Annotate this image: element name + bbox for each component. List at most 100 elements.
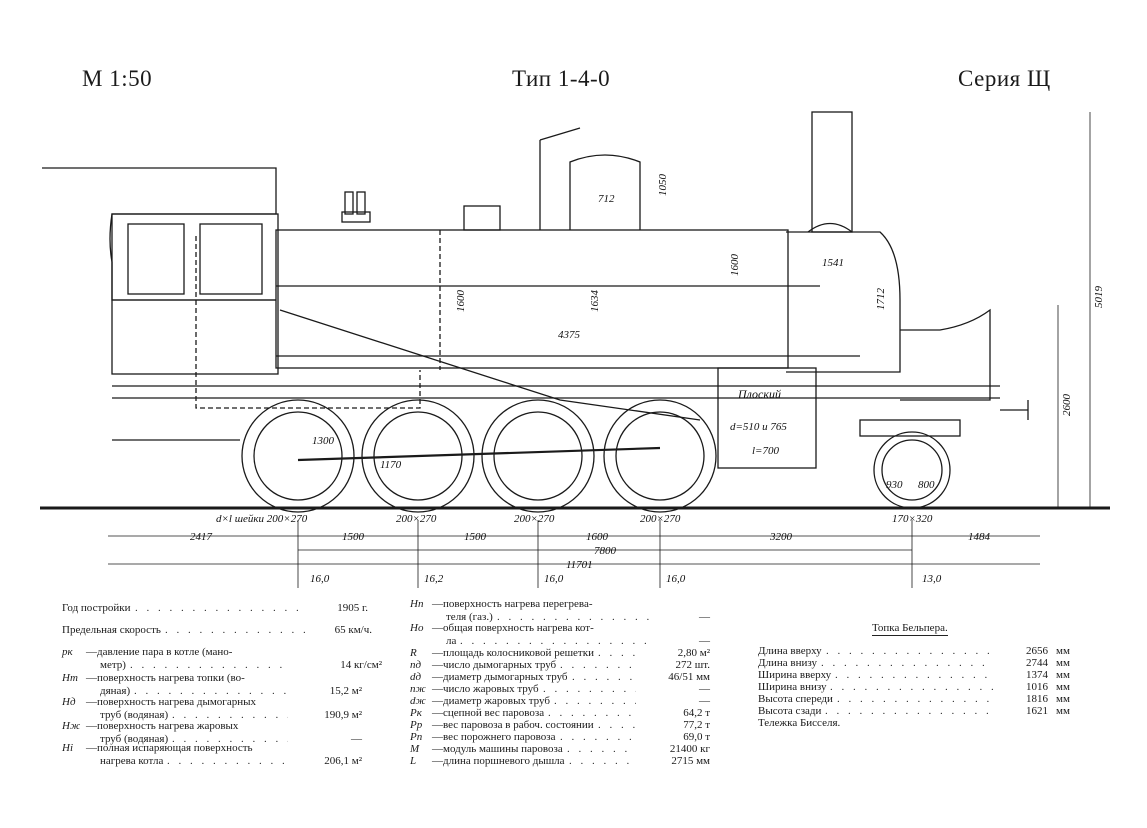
driving-wheel-1 — [241, 399, 355, 513]
dot-leader: . . . . . . . . . . . . . . . . . . . . … — [567, 743, 636, 755]
smokebox — [786, 231, 901, 373]
dot-leader: . . . . . . . . . . . . . . . . . . . . … — [572, 671, 636, 683]
dot-leader: . . . . . . . . . . . . . . . . . . . . … — [497, 611, 656, 623]
dot-leader: . . . . . . . . . . . . . . . . . . . . … — [460, 635, 656, 647]
dot-leader: . . . . . . . . . . . . . . . . . . . . … — [821, 657, 994, 669]
axle-load-2: 16,2 — [424, 573, 444, 585]
dim-712: 712 — [598, 193, 615, 205]
spec-row: R —площадь колосниковой решетки 2,80 м² … — [410, 647, 710, 659]
journal-5: 170×320 — [892, 513, 933, 525]
dot-leader: . . . . . . . . . . . . . . . . . . . . … — [135, 602, 308, 614]
dot-leader: . . . . . . . . . . . . . . . . . . . . … — [569, 755, 636, 767]
driving-wheel-3 — [481, 399, 595, 513]
spec-row: Hп —поверхность нагрева перегрева- теля … — [410, 598, 710, 623]
spec-row: Hт —поверхность нагрева топки (во- дяная… — [62, 672, 362, 697]
spec-row: Тележка Бисселя. — [758, 717, 841, 729]
sand-dome — [463, 205, 501, 231]
locomotive-drawing: Плоский d=510 и 765 l=700 d×l шейки 200×… — [40, 111, 1110, 588]
dim-1050: 1050 — [657, 174, 669, 197]
total-11701: 11701 — [566, 559, 593, 571]
wb-5: 3200 — [769, 531, 793, 543]
driving-wheel-2 — [361, 399, 475, 513]
dim-1300: 1300 — [312, 435, 335, 447]
spec-row: nд —число дымогарных труб 272 шт. . . . … — [410, 659, 710, 671]
total-7800: 7800 — [594, 545, 617, 557]
wb-2: 1500 — [342, 531, 365, 543]
dot-leader: . . . . . . . . . . . . . . . . . . . . … — [837, 693, 994, 705]
spec-row: Ширина внизу 1016 мм . . . . . . . . . .… — [758, 681, 1070, 693]
dim-1712: 1712 — [875, 288, 887, 311]
axle-load-4: 16,0 — [666, 573, 686, 585]
cylinder-box — [717, 367, 817, 469]
scale-label: М 1:50 — [82, 66, 153, 91]
axle-load-3: 16,0 — [544, 573, 564, 585]
dot-leader: . . . . . . . . . . . . . . . . . . . . … — [167, 755, 288, 767]
spec-row: Высота спереди 1816 мм . . . . . . . . .… — [758, 693, 1070, 705]
box-l: l=700 — [752, 445, 779, 457]
boiler — [275, 229, 789, 369]
dim-930: 930 — [886, 479, 903, 491]
driving-wheel-4 — [603, 399, 717, 513]
dim-4375: 4375 — [558, 329, 581, 341]
dot-leader: . . . . . . . . . . . . . . . . . . . . … — [826, 645, 994, 657]
steam-dome — [569, 154, 641, 230]
spec-row: Hо —общая поверхность нагрева кот- ла — … — [410, 622, 710, 647]
dot-leader: . . . . . . . . . . . . . . . . . . . . … — [598, 719, 636, 731]
box-d: d=510 и 765 — [730, 421, 787, 433]
journal-4: 200×270 — [640, 513, 681, 525]
cab-body — [111, 213, 279, 375]
cab-roof — [42, 167, 277, 301]
dot-leader: . . . . . . . . . . . . . . . . . . . . … — [172, 709, 288, 721]
dot-leader: . . . . . . . . . . . . . . . . . . . . … — [560, 659, 636, 671]
spec-row: Hд —поверхность нагрева дымогарных труб … — [62, 696, 362, 721]
dot-leader: . . . . . . . . . . . . . . . . . . . . … — [830, 681, 994, 693]
journal-label: d×l шейки 200×270 — [216, 513, 308, 525]
dim-1634: 1634 — [589, 290, 601, 313]
journal-2: 200×270 — [396, 513, 437, 525]
chimney — [811, 111, 853, 233]
dim-1600-a: 1600 — [729, 254, 741, 277]
box-label: Плоский — [737, 387, 781, 401]
dot-leader: . . . . . . . . . . . . . . . . . . . . … — [543, 683, 636, 695]
spec-row: dд —диаметр дымогарных труб 46/51 мм . .… — [410, 671, 710, 683]
spec-row: Hi —полная испаряющая поверхность нагрев… — [62, 742, 362, 767]
dot-leader: . . . . . . . . . . . . . . . . . . . . … — [130, 659, 288, 671]
type-label: Тип 1-4-0 — [512, 66, 611, 91]
series-label: Серия Щ — [958, 66, 1051, 91]
dot-leader: . . . . . . . . . . . . . . . . . . . . … — [172, 733, 288, 745]
dot-leader: . . . . . . . . . . . . . . . . . . . . … — [548, 707, 636, 719]
spec-row: Pк —сцепной вес паровоза 64,2 т . . . . … — [410, 707, 710, 719]
dim-800: 800 — [918, 479, 935, 491]
axle-load-5: 13,0 — [922, 573, 942, 585]
spec-row: pк —давление пара в котле (мано- метр) 1… — [62, 646, 382, 671]
wb-4: 1600 — [586, 531, 609, 543]
dot-leader: . . . . . . . . . . . . . . . . . . . . … — [134, 685, 288, 697]
spec-row: Предельная скорость 65 км/ч. . . . . . .… — [62, 624, 372, 636]
axle-load-1: 16,0 — [310, 573, 330, 585]
dot-leader: . . . . . . . . . . . . . . . . . . . . … — [825, 705, 994, 717]
dot-leader: . . . . . . . . . . . . . . . . . . . . … — [554, 695, 636, 707]
dim-1541: 1541 — [822, 257, 844, 269]
spec-row: Pр —вес паровоза в рабоч. состоянии 77,2… — [410, 719, 710, 731]
spec-row: Pп —вес порожнего паровоза 69,0 т . . . … — [410, 731, 710, 743]
dot-leader: . . . . . . . . . . . . . . . . . . . . … — [598, 647, 636, 659]
spec-row: Длина вверху 2656 мм . . . . . . . . . .… — [758, 645, 1070, 657]
dot-leader: . . . . . . . . . . . . . . . . . . . . … — [835, 669, 994, 681]
journal-3: 200×270 — [514, 513, 555, 525]
dim-2600: 2600 — [1061, 394, 1073, 417]
dim-1600-b: 1600 — [455, 290, 467, 313]
spec-row: Длина внизу 2744 мм . . . . . . . . . . … — [758, 657, 1070, 669]
firebox-title: Топка Бельпера. — [872, 622, 948, 636]
cab-window-left — [127, 223, 185, 295]
spec-row: L —длина поршневого дышла 2715 мм . . . … — [410, 755, 710, 767]
wb-3: 1500 — [464, 531, 487, 543]
wb-6: 1484 — [968, 531, 991, 543]
spec-row: Год постройки 1905 г. . . . . . . . . . … — [62, 602, 368, 614]
dot-leader: . . . . . . . . . . . . . . . . . . . . … — [560, 731, 636, 743]
spec-row: dж —диаметр жаровых труб — . . . . . . .… — [410, 695, 710, 707]
spec-row: Hж —поверхность нагрева жаровых труб (во… — [62, 720, 362, 745]
dim-1170: 1170 — [380, 459, 402, 471]
pony-truck-wheel — [873, 431, 951, 509]
spec-row: M —модуль машины паровоза 21400 кг . . .… — [410, 743, 710, 755]
spec-row: nж —число жаровых труб — . . . . . . . .… — [410, 683, 710, 695]
